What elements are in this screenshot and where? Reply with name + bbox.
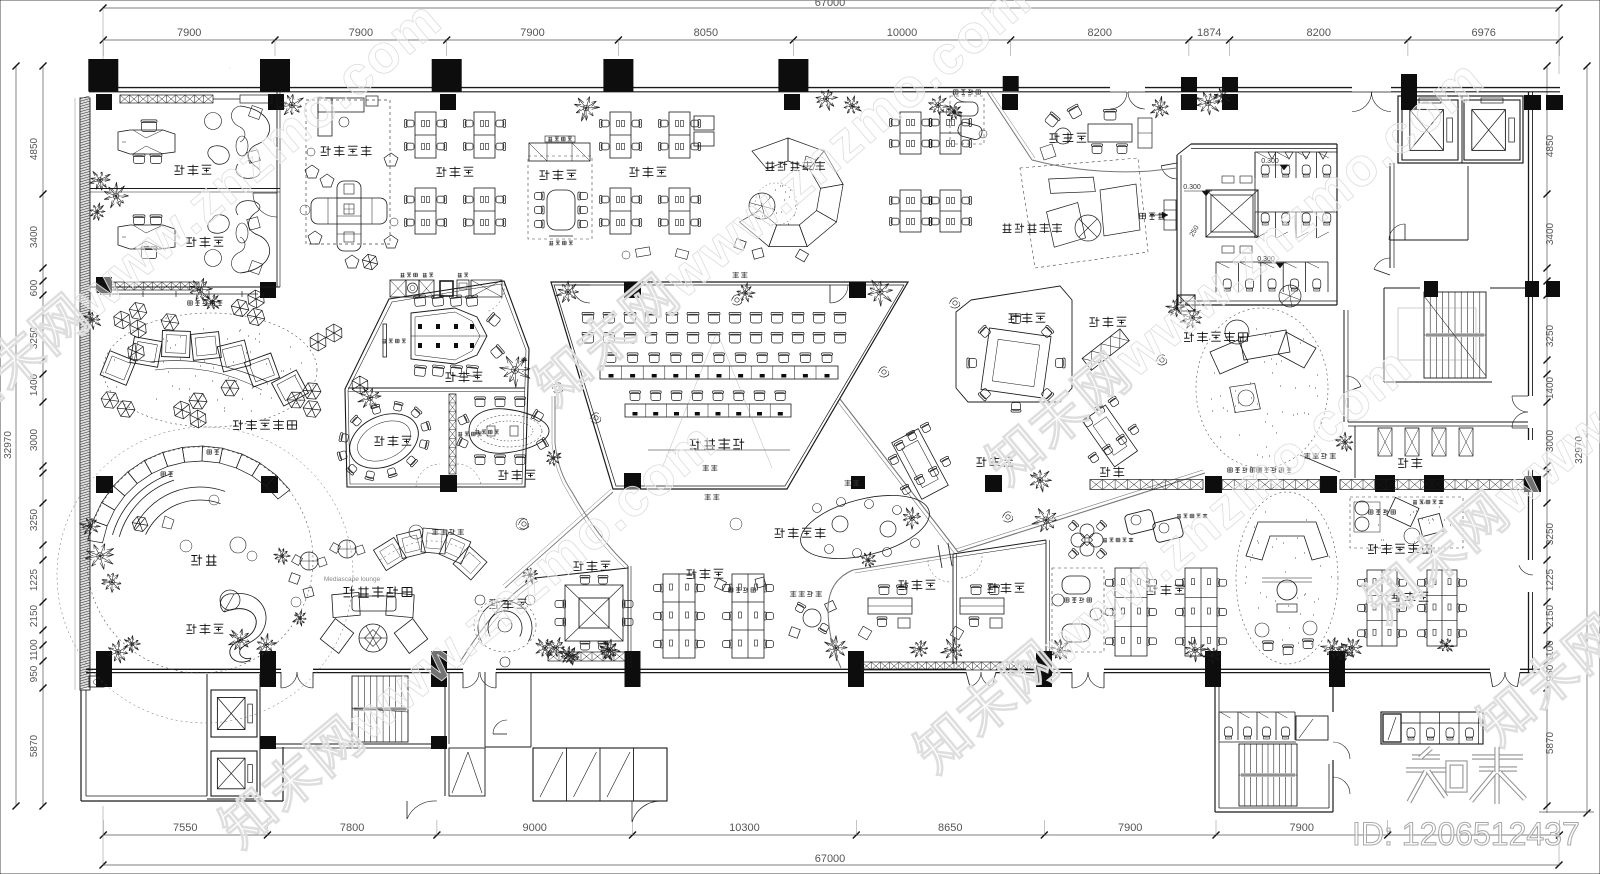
svg-text:3250: 3250 [1545, 324, 1556, 347]
svg-text:600: 600 [29, 279, 40, 296]
svg-text:250: 250 [1189, 224, 1201, 238]
svg-text:67000: 67000 [815, 853, 846, 865]
svg-text:8200: 8200 [1307, 27, 1331, 39]
svg-text:7900: 7900 [520, 27, 544, 39]
svg-text:0.300: 0.300 [1257, 256, 1275, 263]
svg-text:3250: 3250 [29, 326, 40, 349]
svg-text:1400: 1400 [1545, 376, 1556, 399]
svg-text:1100: 1100 [1545, 640, 1556, 662]
svg-text:1225: 1225 [29, 568, 40, 591]
svg-text:8200: 8200 [1088, 27, 1112, 39]
svg-text:3400: 3400 [29, 225, 40, 248]
svg-text:10300: 10300 [729, 822, 760, 834]
svg-text:3250: 3250 [1545, 522, 1556, 545]
svg-text:0.300: 0.300 [1183, 184, 1201, 191]
svg-text:950: 950 [1545, 664, 1556, 681]
svg-text:10000: 10000 [887, 27, 918, 39]
svg-text:67000: 67000 [815, 0, 846, 9]
svg-text:3000: 3000 [1545, 429, 1556, 452]
svg-text:知末网www.znzmo.com: 知末网www.znzmo.com [904, 335, 1423, 784]
svg-text:知末网www.znzmo.com: 知末网www.znzmo.com [1354, 185, 1600, 634]
svg-text:1100: 1100 [29, 639, 40, 661]
svg-text:950: 950 [29, 665, 40, 682]
svg-text:3000: 3000 [29, 428, 40, 451]
svg-text:4850: 4850 [29, 137, 40, 160]
svg-text:7900: 7900 [349, 27, 373, 39]
svg-text:0.300: 0.300 [1261, 158, 1279, 165]
svg-text:3250: 3250 [29, 508, 40, 531]
svg-text:32970: 32970 [3, 431, 14, 459]
svg-text:5870: 5870 [1545, 731, 1556, 754]
svg-text:知末网www.znzmo.com: 知末网www.znzmo.com [976, 47, 1495, 496]
svg-text:4850: 4850 [1545, 134, 1556, 157]
svg-text:5870: 5870 [29, 734, 40, 757]
svg-text:8050: 8050 [694, 27, 718, 39]
svg-text:2150: 2150 [29, 604, 40, 627]
svg-text:Mediascape lounge: Mediascape lounge [324, 576, 381, 583]
svg-text:2150: 2150 [1545, 604, 1556, 627]
svg-text:7900: 7900 [1290, 822, 1314, 834]
svg-text:知末网www.znzmo.com: 知末网www.znzmo.com [209, 410, 728, 859]
svg-text:9000: 9000 [522, 822, 546, 834]
svg-text:ID: 1206512437: ID: 1206512437 [1352, 816, 1580, 852]
svg-text:7900: 7900 [177, 27, 201, 39]
svg-text:3400: 3400 [1545, 222, 1556, 245]
svg-text:1225: 1225 [1545, 568, 1556, 591]
svg-text:7900: 7900 [1118, 822, 1142, 834]
svg-text:7800: 7800 [340, 822, 364, 834]
svg-text:32970: 32970 [1574, 436, 1585, 464]
svg-text:1400: 1400 [29, 373, 40, 396]
svg-text:7550: 7550 [173, 822, 197, 834]
svg-text:8650: 8650 [938, 822, 962, 834]
svg-text:1874: 1874 [1197, 27, 1221, 39]
svg-text:6976: 6976 [1471, 27, 1495, 39]
